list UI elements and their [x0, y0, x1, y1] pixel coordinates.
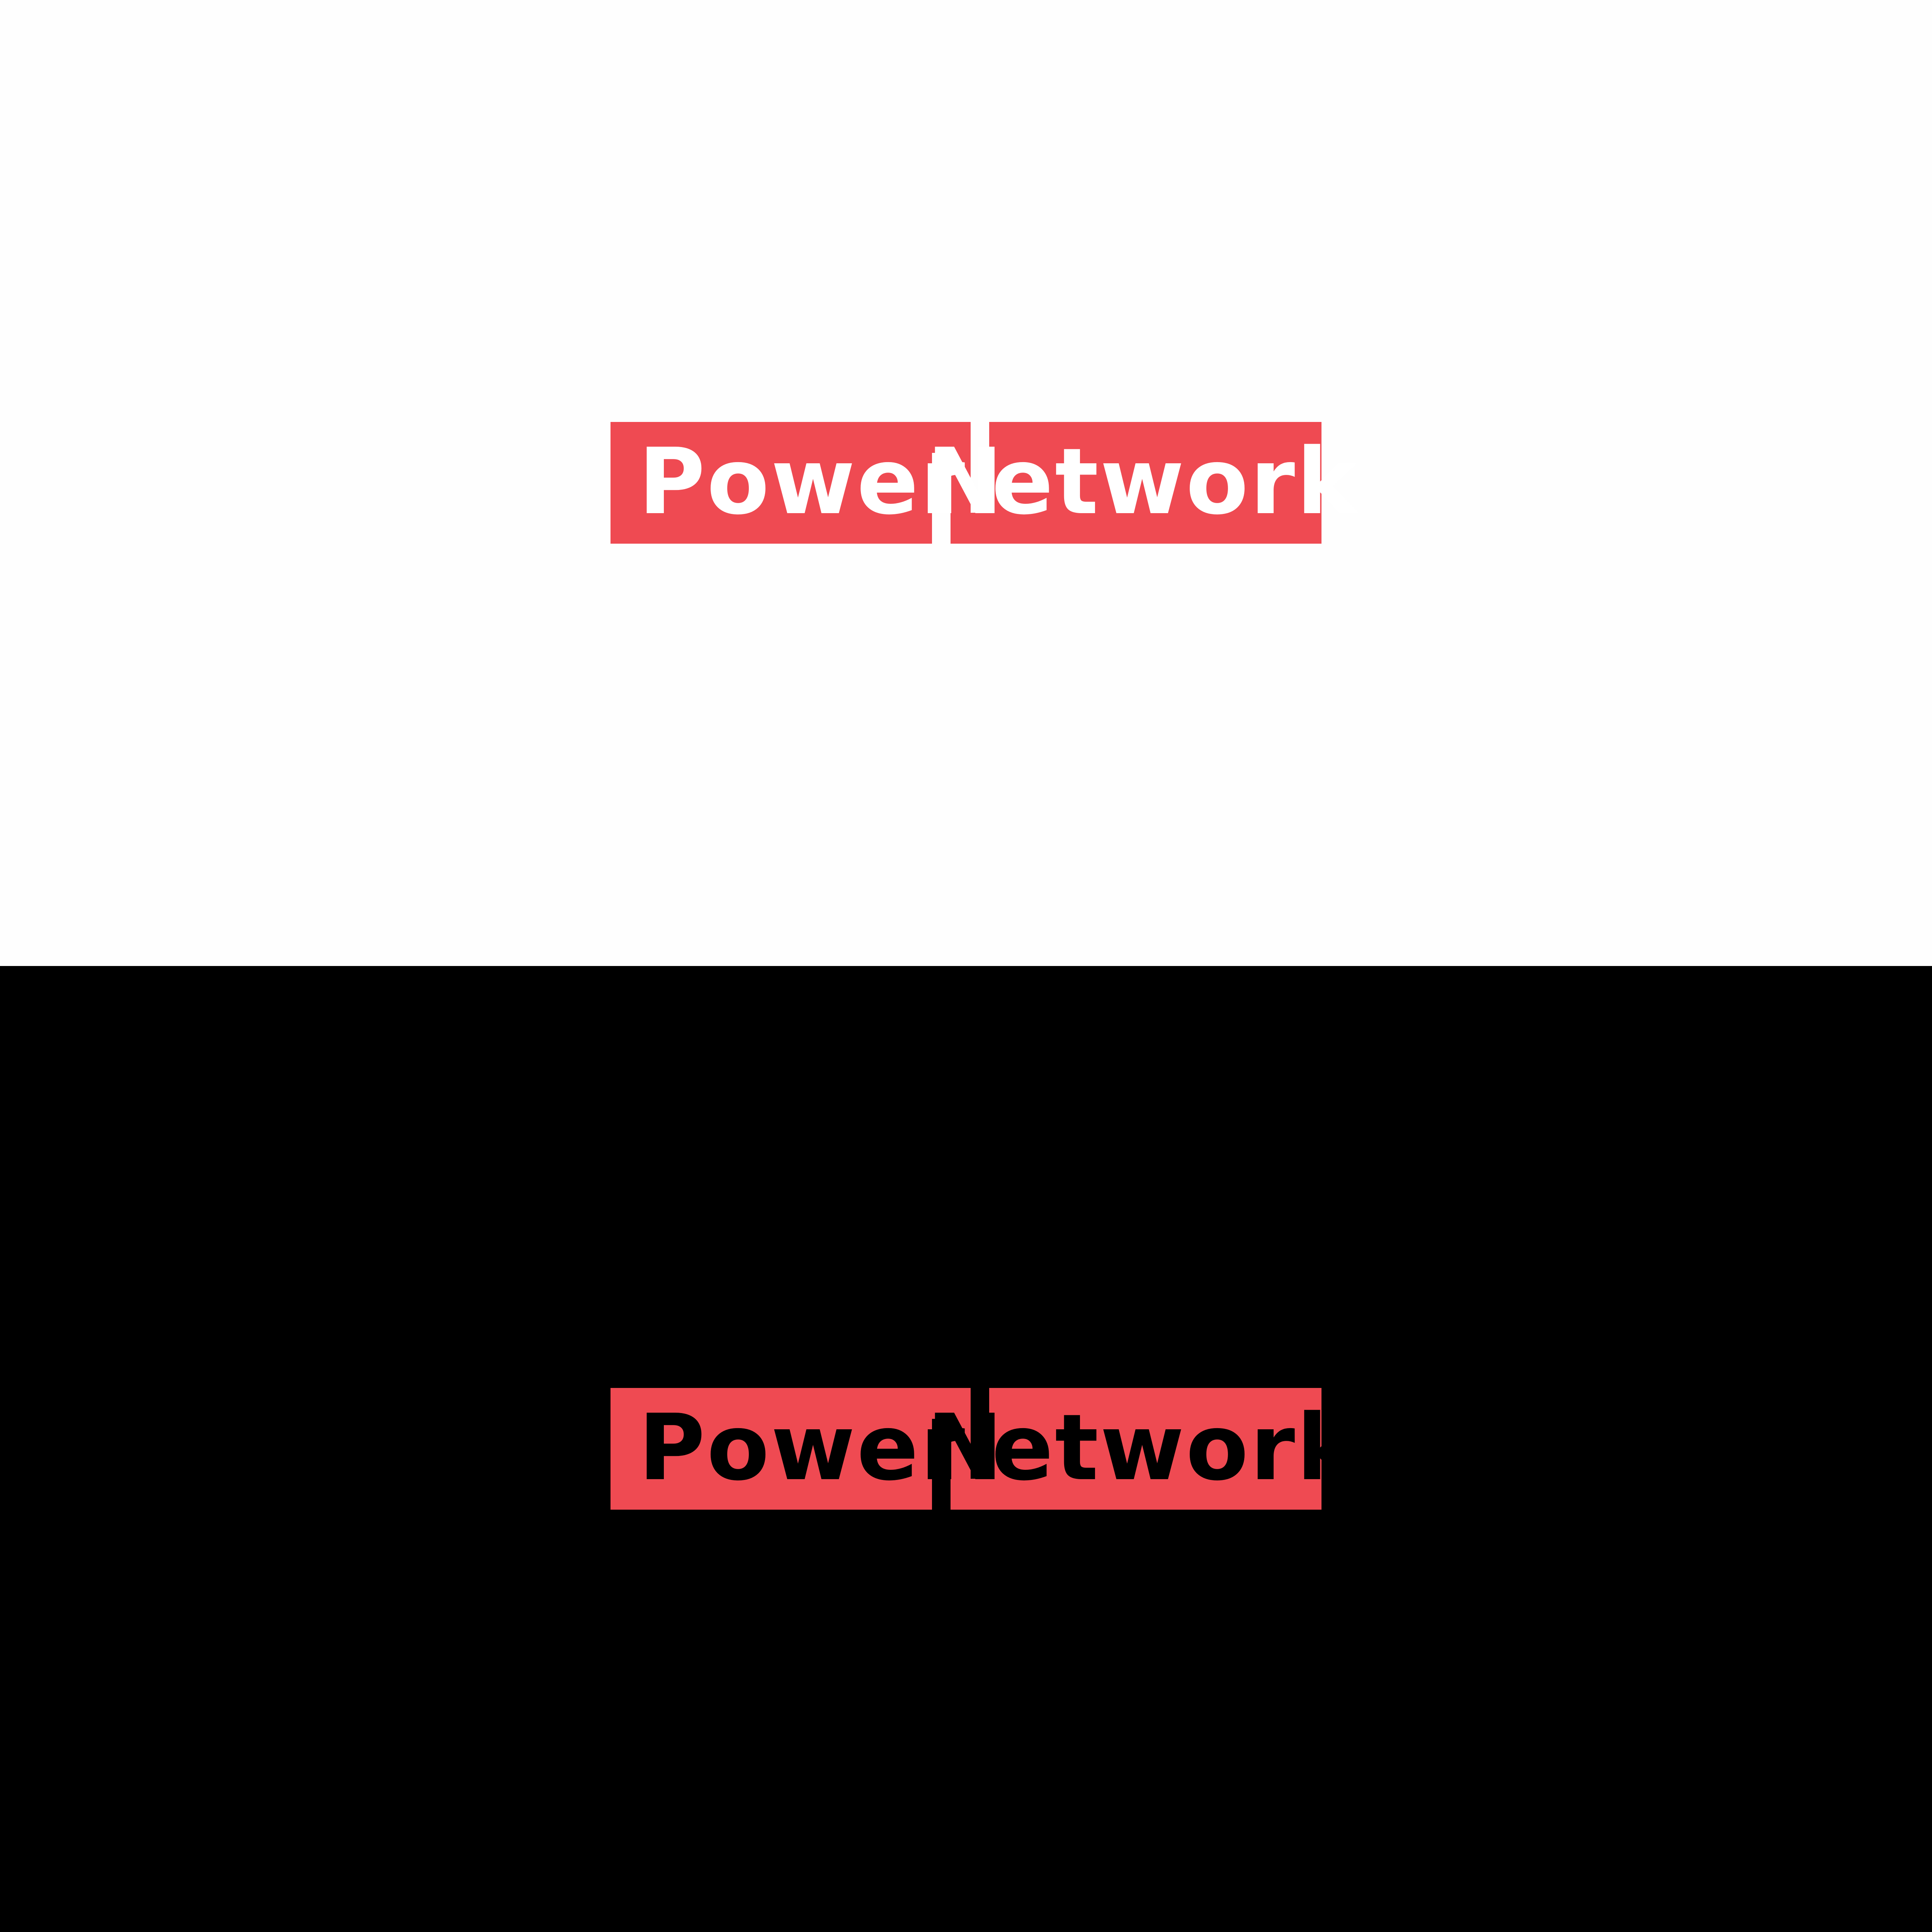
logo-light-graphic: Power N etwork [611, 422, 1357, 544]
logo-dark-middle-mid [951, 1388, 971, 1510]
logo-light-left-block [611, 422, 932, 544]
logo-light-word-etwork: etwork [992, 429, 1359, 535]
logo-dark-left-block [611, 1388, 932, 1510]
logo-light-middle-mid [951, 422, 971, 544]
logo-light-letter-n: N [927, 429, 1005, 535]
logo-n-gap-bottom [932, 1479, 951, 1510]
logo-dark-letter-n: N [927, 1395, 1005, 1501]
logo-dark-graphic: Power N etwork [611, 1388, 1357, 1510]
logo-n-gap-top [971, 1388, 989, 1419]
power-network-logo-light: Power N etwork [611, 422, 1357, 544]
logo-light-word-power: Power [638, 429, 967, 535]
logo-light-right-block [989, 422, 1321, 544]
logo-n-gap-top [971, 422, 989, 453]
logo-dark-word-etwork: etwork [992, 1395, 1359, 1501]
power-network-logo-dark: Power N etwork [611, 1388, 1357, 1510]
logo-n-gap-bottom [932, 513, 951, 544]
logo-dark-word-power: Power [638, 1395, 967, 1501]
logo-dark-right-block [989, 1388, 1321, 1510]
